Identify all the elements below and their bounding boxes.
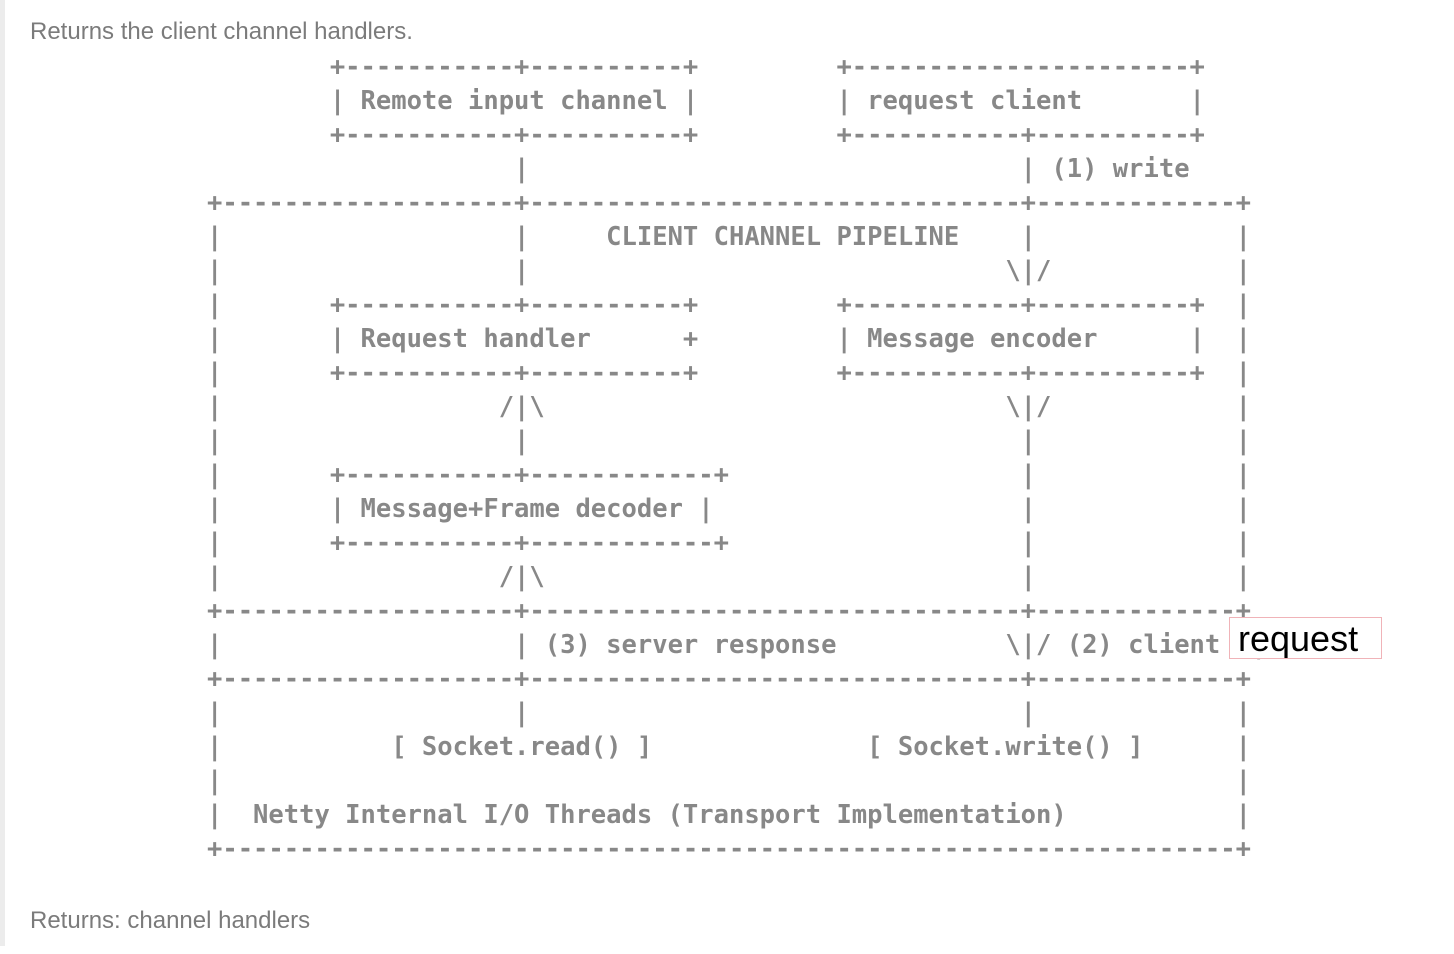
method-description: Returns the client channel handlers. [30,18,413,45]
diagram-line: | Remote input channel | | request clien… [207,86,1205,116]
diagram-line: | /|\ | | [207,562,1251,592]
diagram-line: | | Request handler + | Message encoder … [207,324,1251,354]
returns-section: Returns: channel handlers [30,907,311,934]
diagram-line: +---------------------------------------… [207,834,1251,864]
diagram-line: | /|\ \|/ | [207,392,1251,422]
diagram-line: +-----------+----------+ +-----------+--… [207,120,1205,150]
diagram-line: | | | | [207,698,1251,728]
diagram-line: | | | | [207,426,1251,456]
diagram-line: | | CLIENT CHANNEL PIPELINE | | [207,222,1251,252]
diagram-line: +-------------------+-------------------… [207,188,1251,218]
diagram-line: | | [207,766,1251,796]
diagram-line: | | (3) server response \|/ (2) client | [207,630,1267,660]
diagram-line: +-------------------+-------------------… [207,596,1251,626]
diagram-line: | [ Socket.read() ] [ Socket.write() ] | [207,732,1251,762]
diagram-line: | +-----------+----------+ +-----------+… [207,290,1251,320]
diagram-line: | +-----------+----------+ +-----------+… [207,358,1251,388]
diagram-line: | | Message+Frame decoder | | | [207,494,1251,524]
diagram-line: | Netty Internal I/O Threads (Transport … [207,800,1251,830]
diagram-line: +-------------------+-------------------… [207,664,1251,694]
diagram-line: | | \|/ | [207,256,1251,286]
hover-tooltip: request [1229,617,1382,659]
left-border [0,0,5,946]
diagram-line: | | (1) write [207,154,1190,184]
pipeline-ascii-diagram: +-----------+----------+ +--------------… [207,50,1266,866]
diagram-line: | +-----------+------------+ | | [207,528,1251,558]
diagram-line: +-----------+----------+ +--------------… [207,52,1205,82]
diagram-line: | +-----------+------------+ | | [207,460,1251,490]
